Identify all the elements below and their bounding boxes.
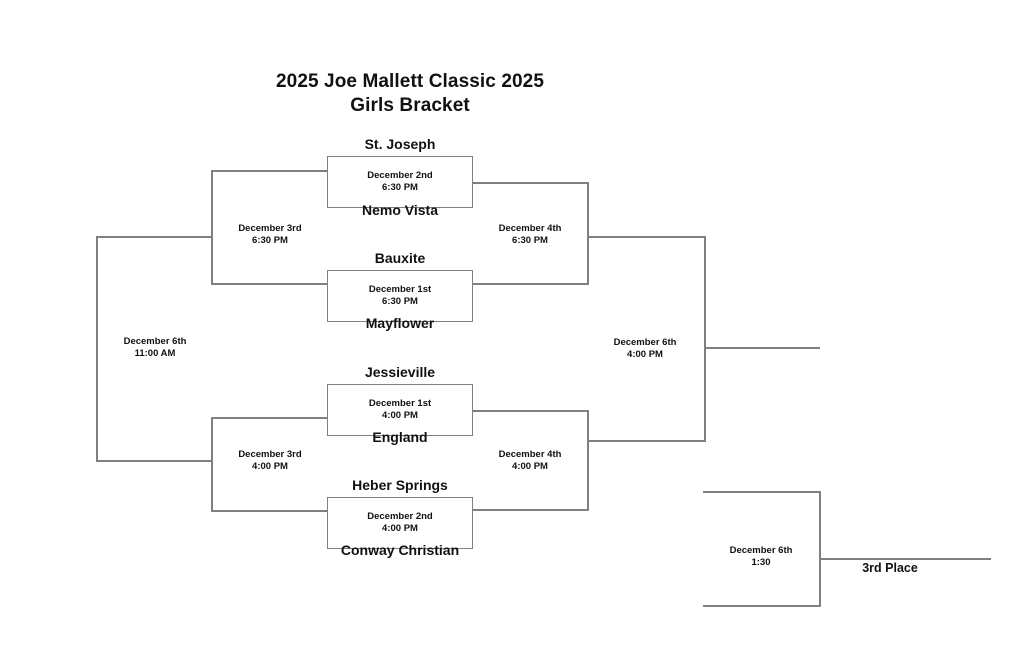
connector-championship-top-horizontal (587, 236, 705, 238)
connector-third-place-vertical (819, 491, 821, 607)
connector-lower-left-output (96, 460, 212, 462)
team-name-conway-christian: Conway Christian (340, 542, 460, 558)
match-box-2[interactable]: December 1st 6:30 PM (327, 270, 473, 322)
connector-upper-right-top-horizontal (473, 182, 588, 184)
round-label-lower-right-semifinal: December 4th 4:00 PM (455, 449, 605, 473)
upper-left-semifinal-time: 6:30 PM (252, 235, 288, 246)
connector-upper-left-output (96, 236, 212, 238)
match-4-time: 4:00 PM (382, 523, 418, 534)
round-label-upper-right-semifinal: December 4th 6:30 PM (455, 223, 605, 247)
connector-upper-left-vertical (211, 170, 213, 285)
connector-lower-left-vertical (211, 417, 213, 512)
title-line-1: 2025 Joe Mallett Classic 2025 (275, 71, 544, 92)
championship-time: 4:00 PM (627, 349, 663, 360)
lower-left-semifinal-date: December 3rd (238, 449, 302, 460)
connector-third-place-top-horizontal (703, 491, 821, 493)
connector-upper-right-bottom-horizontal (473, 283, 588, 285)
team-name-mayflower: Mayflower (365, 315, 435, 331)
match-2-time: 6:30 PM (382, 296, 418, 307)
match-box-3[interactable]: December 1st 4:00 PM (327, 384, 473, 436)
connector-lower-right-bottom-horizontal (473, 509, 588, 511)
bracket-title: 2025 Joe Mallett Classic 2025 Girls Brac… (0, 70, 820, 118)
match-1-date: December 2nd (367, 170, 433, 181)
title-line-2: Girls Bracket (350, 95, 470, 116)
round-label-championship: December 6th 4:00 PM (570, 337, 720, 361)
left-final-time: 11:00 AM (134, 348, 176, 359)
connector-lower-right-top-horizontal (473, 410, 588, 412)
team-name-bauxite: Bauxite (374, 250, 426, 266)
championship-date: December 6th (613, 337, 677, 348)
connector-third-place-output (819, 558, 991, 560)
upper-right-semifinal-time: 6:30 PM (512, 235, 548, 246)
round-label-lower-left-semifinal: December 3rd 4:00 PM (195, 449, 345, 473)
match-3-time: 4:00 PM (382, 410, 418, 421)
connector-upper-right-vertical (587, 182, 589, 285)
third-place-game-date: December 6th (729, 545, 793, 556)
round-label-left-final: December 6th 11:00 AM (80, 336, 230, 360)
team-name-jessieville: Jessieville (364, 364, 436, 380)
match-4-date: December 2nd (367, 511, 433, 522)
match-box-1[interactable]: December 2nd 6:30 PM (327, 156, 473, 208)
match-3-date: December 1st (368, 398, 432, 409)
round-label-upper-left-semifinal: December 3rd 6:30 PM (195, 223, 345, 247)
match-1-time: 6:30 PM (382, 182, 418, 193)
connector-championship-output (704, 347, 820, 349)
lower-right-semifinal-time: 4:00 PM (512, 461, 548, 472)
connector-upper-left-top-horizontal (211, 170, 328, 172)
lower-left-semifinal-time: 4:00 PM (252, 461, 288, 472)
connector-third-place-bottom-horizontal (703, 605, 821, 607)
connector-lower-left-bottom-horizontal (211, 510, 328, 512)
connector-lower-right-vertical (587, 410, 589, 511)
upper-right-semifinal-date: December 4th (498, 223, 562, 234)
connector-championship-bottom-horizontal (587, 440, 705, 442)
lower-right-semifinal-date: December 4th (498, 449, 562, 460)
connector-championship-vertical (704, 236, 706, 442)
upper-left-semifinal-date: December 3rd (238, 223, 302, 234)
team-name-heber-springs: Heber Springs (352, 477, 448, 493)
left-final-date: December 6th (123, 336, 187, 347)
match-box-4[interactable]: December 2nd 4:00 PM (327, 497, 473, 549)
third-place-game-time: 1:30 (751, 557, 771, 568)
connector-lower-left-top-horizontal (211, 417, 328, 419)
connector-left-final-vertical (96, 236, 98, 462)
team-name-st-joseph: St. Joseph (364, 136, 436, 152)
round-label-third-place-game: December 6th 1:30 (686, 545, 836, 569)
connector-upper-left-bottom-horizontal (211, 283, 328, 285)
third-place-label: 3rd Place (862, 561, 918, 575)
team-name-nemo-vista: Nemo Vista (362, 202, 438, 218)
team-name-england: England (372, 429, 428, 445)
match-2-date: December 1st (368, 284, 432, 295)
